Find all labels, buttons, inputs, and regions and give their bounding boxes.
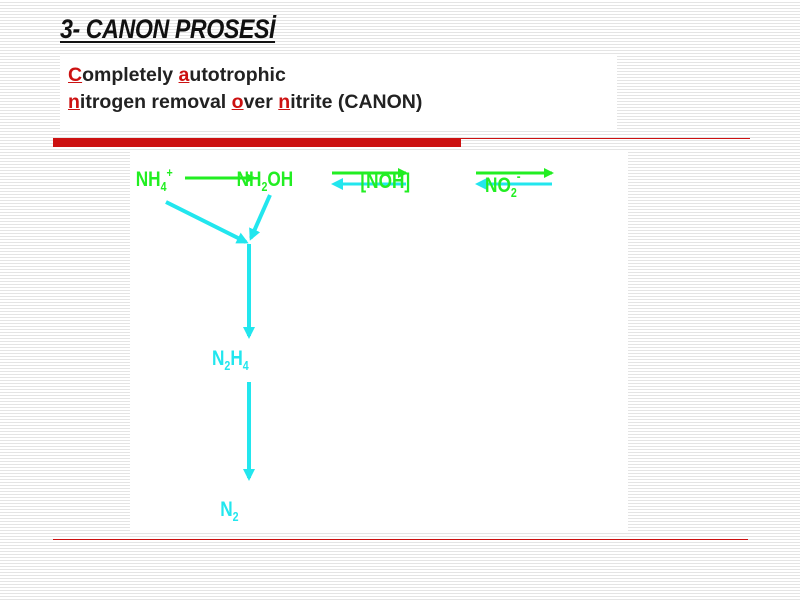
definition-word: itrite (CANON): [290, 91, 423, 113]
divider-line-top: [461, 138, 750, 139]
canon-pathway-diagram: NH4+ NH2OH [NOH] NO2- N2H4 N2: [130, 150, 628, 532]
definition-line-2: nitrogen removal over nitrite (CANON): [68, 91, 422, 114]
definition-word: utotrophic: [189, 64, 286, 86]
species-nitrite: NO2-: [485, 168, 521, 200]
accent-bar: [53, 138, 461, 147]
definition-word: ver: [243, 91, 279, 113]
initial-letter: o: [231, 91, 244, 113]
definition-word: itrogen removal: [79, 91, 232, 113]
initial-letter: n: [68, 91, 80, 113]
definition-word: ompletely: [82, 64, 179, 86]
initial-letter: a: [178, 64, 190, 86]
initial-letter: C: [68, 64, 83, 86]
definition-line-1: Completely autotrophic: [68, 64, 286, 87]
species-dinitrogen: N2: [220, 499, 239, 525]
canon-definition-box: Completely autotrophic nitrogen removal …: [60, 55, 617, 129]
species-nitroxyl: [NOH]: [360, 171, 410, 194]
slide-title: 3- CANON PROSESİ: [60, 14, 276, 44]
species-hydroxylamine: NH2OH: [237, 169, 294, 195]
divider-line-bottom: [53, 539, 748, 540]
species-hydrazine: N2H4: [212, 348, 249, 374]
pathway-arrows: NH4+ NH2OH [NOH] NO2- N2H4 N2: [136, 165, 554, 525]
arrow-hydroxylamine-to-junction: [249, 194, 272, 241]
arrow-ammonium-to-junction: [165, 200, 249, 244]
initial-letter: n: [278, 91, 291, 113]
species-ammonium: NH4+: [136, 165, 173, 194]
